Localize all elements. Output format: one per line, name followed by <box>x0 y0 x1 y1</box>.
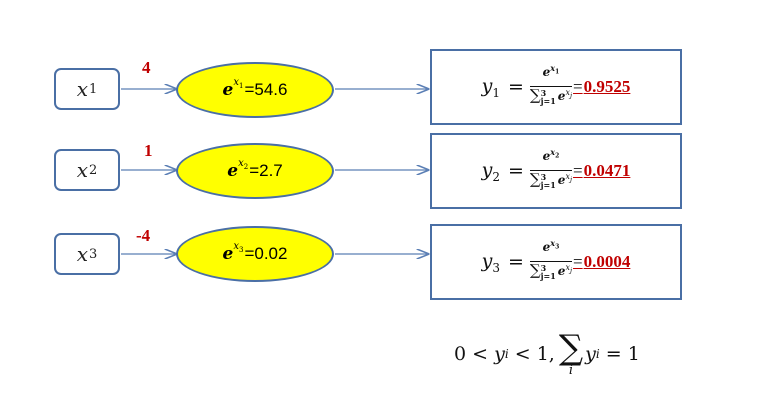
softmax-result-3: 0.0004 <box>583 252 631 271</box>
input-sub: 2 <box>89 162 98 178</box>
exp-sub: 1 <box>238 81 244 90</box>
weight-label-2: 1 <box>144 141 153 160</box>
exp-var: x <box>233 76 239 88</box>
sum-symbol: ∑i <box>558 328 584 378</box>
weight-label-1: 4 <box>142 58 151 77</box>
input-sub: 1 <box>89 81 98 97</box>
constraint-rhs: = 1 <box>605 343 640 365</box>
exp-value: =0.02 <box>244 244 288 263</box>
input-var: x <box>76 158 88 182</box>
exp-value: =2.7 <box>249 161 283 180</box>
exp-value: =54.6 <box>244 80 288 99</box>
softmax-result-2: 0.0471 <box>583 161 631 180</box>
equals-sign: = <box>507 76 524 98</box>
output-var: y <box>481 74 493 97</box>
softmax-result-1: 0.9525 <box>583 77 631 96</box>
output-sub: 1 <box>492 85 500 100</box>
input-var: x <box>76 77 88 101</box>
weight-label-3: -4 <box>136 226 151 245</box>
constraint-lhs: 0 < <box>454 343 489 365</box>
exp-base: e <box>222 80 234 100</box>
constraint-mid: < 1, <box>514 343 555 365</box>
